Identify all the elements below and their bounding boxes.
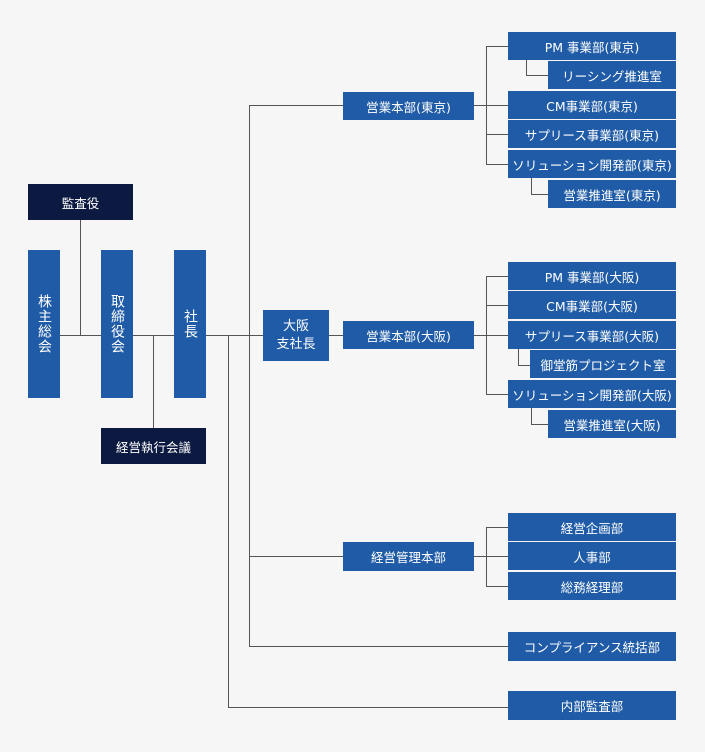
tokyo-leasing-box: リーシング推進室: [548, 61, 676, 89]
president-box: 社長: [174, 250, 206, 398]
line-osaka-bracket: [486, 276, 487, 394]
line-exec: [153, 335, 154, 428]
line-mgmt-general: [486, 586, 508, 587]
tokyo-pm-box: PM 事業部(東京): [508, 32, 676, 60]
mgmt-planning-box: 経営企画部: [508, 513, 676, 541]
line-trunk: [249, 105, 250, 646]
osaka-solution-box: ソリューション開発部(大阪): [508, 380, 676, 408]
osaka-pm-box: PM 事業部(大阪): [508, 262, 676, 290]
line-main: [60, 335, 263, 336]
line-audit-trunk: [228, 335, 229, 707]
mgmt-hr-box: 人事部: [508, 542, 676, 570]
line-mgmt-out: [474, 556, 508, 557]
line-osaka-out: [474, 335, 508, 336]
line-tokyo-out: [474, 105, 508, 106]
line-tokyo-promo-v: [531, 178, 532, 194]
line-tokyo-bracket: [486, 46, 487, 164]
exec-meeting-box: 経営執行会議: [101, 428, 206, 464]
mgmt-general-box: 総務経理部: [508, 572, 676, 600]
osaka-cm-box: CM事業部(大阪): [508, 291, 676, 319]
line-tokyo-pm: [486, 46, 508, 47]
line-tokyo-sub: [486, 134, 508, 135]
line-tokyo-promo-h: [531, 194, 548, 195]
line-osaka-hq: [329, 335, 344, 336]
tokyo-sublease-box: サプリース事業部(東京): [508, 120, 676, 148]
line-osaka-promo-v: [531, 408, 532, 424]
tokyo-cm-box: CM事業部(東京): [508, 91, 676, 119]
line-mgmt-plan: [486, 527, 508, 528]
line-mgmt-hq: [249, 556, 344, 557]
compliance-box: コンプライアンス統括部: [508, 632, 676, 661]
line-osaka-promo-h: [531, 424, 548, 425]
line-audit-branch: [228, 707, 508, 708]
line-compliance: [249, 646, 508, 647]
line-auditor: [80, 219, 81, 335]
line-tokyo-leasing-v: [526, 60, 527, 75]
line-osaka-sol: [486, 394, 508, 395]
tokyo-hq-box: 営業本部(東京): [343, 92, 474, 120]
board-box: 取締役会: [101, 250, 133, 398]
internal-audit-box: 内部監査部: [508, 691, 676, 720]
shareholders-box: 株主総会: [28, 250, 60, 398]
osaka-midosuji-box: 御堂筋プロジェクト室: [530, 350, 676, 378]
tokyo-sales-promo-box: 営業推進室(東京): [548, 180, 676, 208]
line-osaka-mido-v: [518, 349, 519, 365]
osaka-sales-promo-box: 営業推進室(大阪): [548, 410, 676, 438]
osaka-hq-box: 営業本部(大阪): [343, 321, 474, 349]
osaka-branch-box: 大阪 支社長: [263, 310, 329, 361]
line-osaka-pm: [486, 276, 508, 277]
line-osaka-cm: [486, 305, 508, 306]
line-mgmt-bracket: [486, 527, 487, 586]
mgmt-hq-box: 経営管理本部: [343, 542, 474, 571]
auditor-box: 監査役: [28, 184, 133, 220]
tokyo-solution-box: ソリューション開発部(東京): [508, 150, 676, 178]
line-tokyo-hq: [249, 105, 344, 106]
line-tokyo-sol: [486, 164, 508, 165]
line-osaka-mido-h: [518, 365, 530, 366]
osaka-sublease-box: サプリース事業部(大阪): [508, 321, 676, 349]
line-tokyo-leasing-h: [526, 75, 548, 76]
